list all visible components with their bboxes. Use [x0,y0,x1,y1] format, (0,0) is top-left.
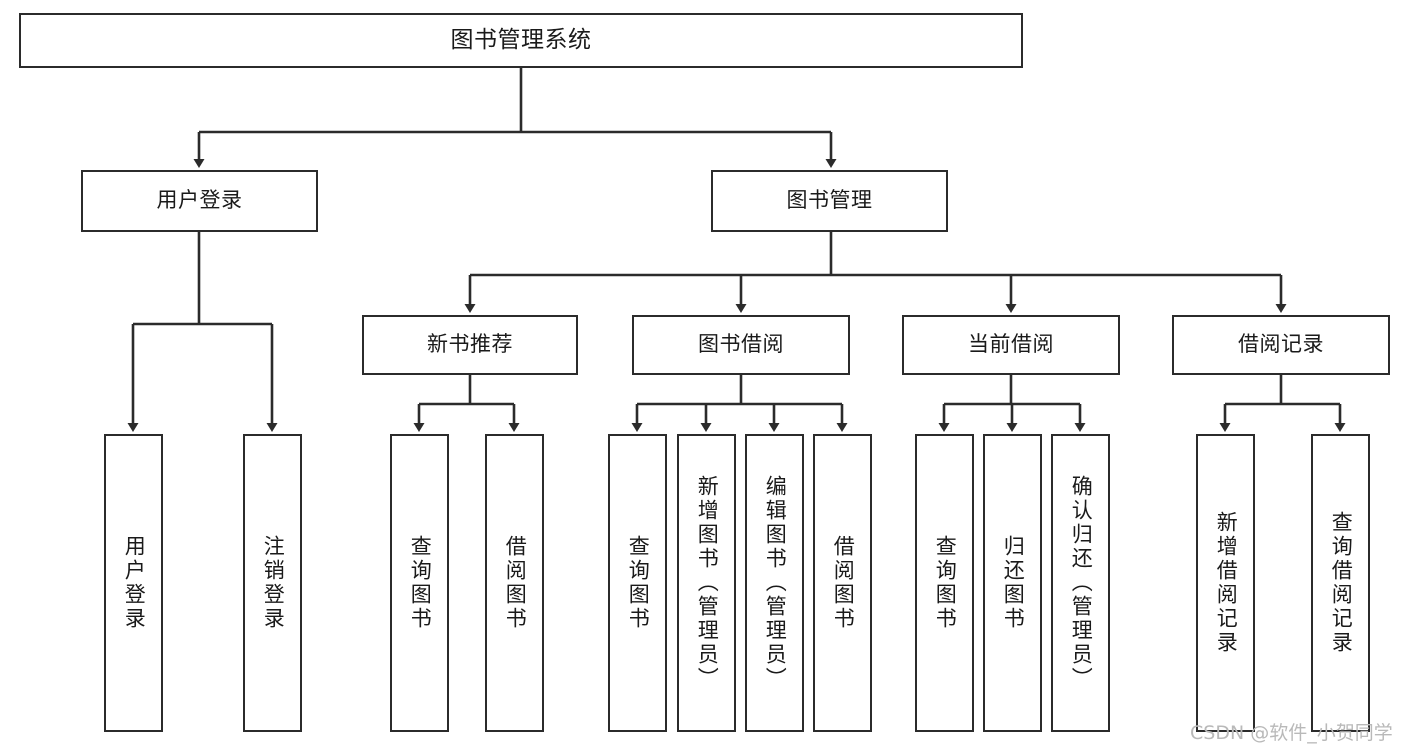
node-leaf-confirm-return-admin[interactable]: 确认归还（管理员） [1051,434,1110,732]
node-root-book-management-system[interactable]: 图书管理系统 [19,13,1023,68]
node-label: 用户登录 [122,535,147,631]
node-label: 借阅记录 [1238,332,1324,357]
node-label: 借阅图书 [831,535,856,631]
node-label: 归还图书 [1001,535,1026,631]
node-leaf-add-borrow-record[interactable]: 新增借阅记录 [1196,434,1255,732]
node-leaf-query-borrow-record[interactable]: 查询借阅记录 [1311,434,1370,732]
node-label: 编辑图书（管理员） [763,475,788,691]
node-current-borrow[interactable]: 当前借阅 [902,315,1120,375]
node-book-management[interactable]: 图书管理 [711,170,948,232]
node-leaf-return-book[interactable]: 归还图书 [983,434,1042,732]
node-new-book-recommend[interactable]: 新书推荐 [362,315,578,375]
node-label: 图书管理 [786,188,873,213]
node-leaf-edit-book-admin[interactable]: 编辑图书（管理员） [745,434,804,732]
node-leaf-user-login[interactable]: 用户登录 [104,434,163,732]
node-borrow-record[interactable]: 借阅记录 [1172,315,1390,375]
node-leaf-borrow-book-recommend[interactable]: 借阅图书 [485,434,544,732]
node-leaf-borrow-book-borrow[interactable]: 借阅图书 [813,434,872,732]
node-label: 借阅图书 [503,535,528,631]
node-label: 新增图书（管理员） [695,475,720,691]
node-leaf-query-book-current[interactable]: 查询图书 [915,434,974,732]
node-leaf-add-book-admin[interactable]: 新增图书（管理员） [677,434,736,732]
node-label: 确认归还（管理员） [1069,475,1094,691]
node-label: 图书管理系统 [450,26,592,53]
node-user-login[interactable]: 用户登录 [81,170,318,232]
node-leaf-query-book-recommend[interactable]: 查询图书 [390,434,449,732]
node-label: 查询借阅记录 [1329,511,1354,655]
csdn-watermark: CSDN @软件_小贺同学 [1190,722,1393,744]
node-leaf-query-book-borrow[interactable]: 查询图书 [608,434,667,732]
node-label: 查询图书 [933,535,958,631]
node-label: 新增借阅记录 [1214,511,1239,655]
node-label: 用户登录 [156,188,243,213]
node-book-borrow[interactable]: 图书借阅 [632,315,850,375]
node-label: 当前借阅 [968,332,1054,357]
node-label: 新书推荐 [427,332,513,357]
node-label: 查询图书 [626,535,651,631]
node-label: 图书借阅 [698,332,784,357]
node-label: 查询图书 [408,535,433,631]
node-leaf-logout-login[interactable]: 注销登录 [243,434,302,732]
node-label: 注销登录 [261,535,286,631]
